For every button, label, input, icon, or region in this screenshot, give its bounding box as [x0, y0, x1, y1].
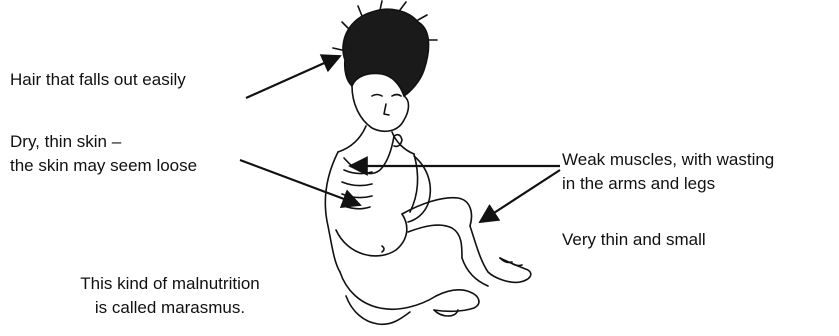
arrow-to-leg-muscle	[480, 170, 560, 222]
malnourished-child-illustration-icon	[325, 1, 531, 324]
label-thin-text: Very thin and small	[562, 230, 706, 249]
label-skin-line1: Dry, thin skin –	[10, 130, 197, 154]
label-muscle-line1: Weak muscles, with wasting	[562, 148, 774, 172]
caption-line1: This kind of malnutrition	[40, 272, 300, 296]
caption: This kind of malnutrition is called mara…	[40, 272, 300, 320]
arrow-to-hair	[246, 56, 340, 98]
label-skin: Dry, thin skin – the skin may seem loose	[10, 130, 197, 178]
label-muscle: Weak muscles, with wasting in the arms a…	[562, 148, 774, 196]
label-hair: Hair that falls out easily	[10, 68, 186, 92]
label-muscle-line2: in the arms and legs	[562, 172, 774, 196]
label-skin-line2: the skin may seem loose	[10, 154, 197, 178]
label-thin: Very thin and small	[562, 228, 706, 252]
label-hair-text: Hair that falls out easily	[10, 70, 186, 89]
caption-line2: is called marasmus.	[40, 296, 300, 320]
